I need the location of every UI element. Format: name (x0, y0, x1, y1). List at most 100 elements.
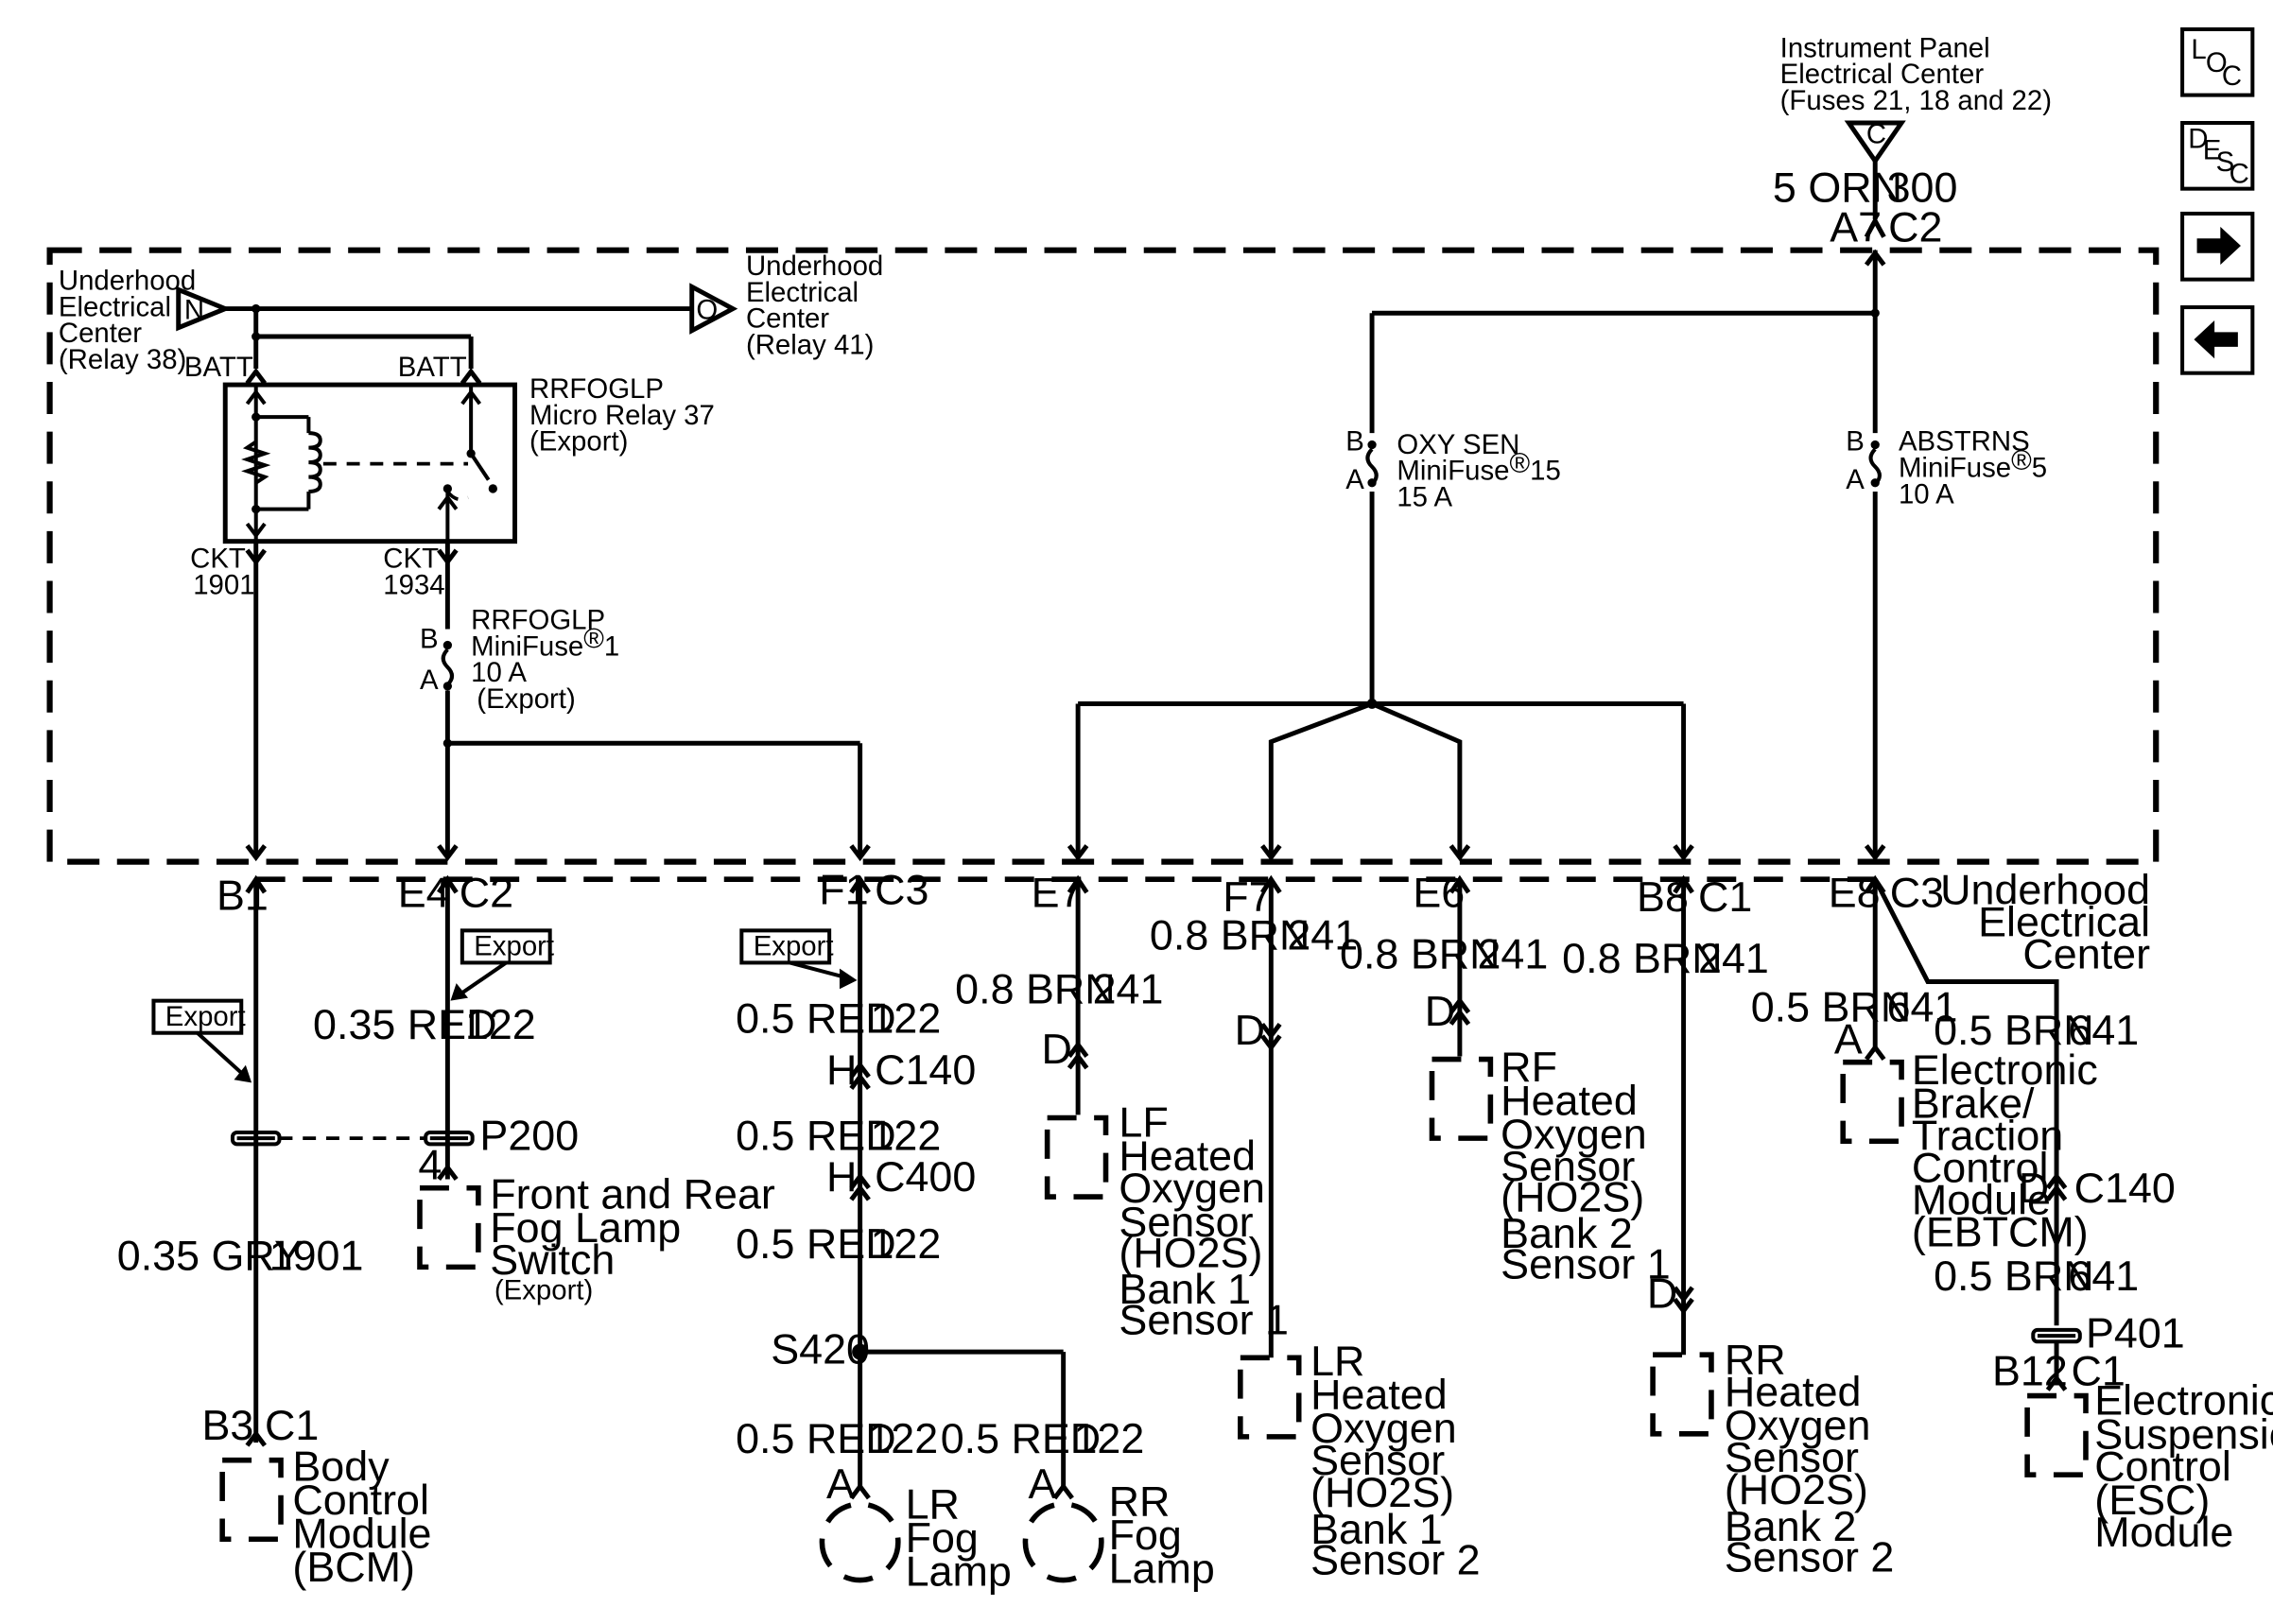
pin-h-c400: H (826, 1152, 857, 1201)
svg-text:D: D (2188, 123, 2208, 154)
pin-a-ebtcm: A (1834, 1014, 1863, 1063)
fog-lamp-switch-label: Front and Rear Fog Lamp Switch (Export) (490, 1169, 775, 1305)
bcm-label: Body Control Module (BCM) (292, 1442, 431, 1591)
relay41-connector-o: O (689, 283, 738, 335)
fog-wire-ckt-2: 122 (870, 1112, 941, 1160)
rr-fog-wire-ckt: 122 (1073, 1414, 1144, 1462)
rr-ho2s-component (1650, 1352, 1714, 1437)
ebtcm-wire-gauge: 0.5 BRN (1751, 982, 1912, 1030)
fog-wire-gauge-1: 0.5 RED (736, 994, 896, 1043)
svg-text:MiniFuse®15: MiniFuse®15 (1397, 448, 1560, 487)
ipec-connector-c: C (1844, 119, 1906, 165)
svg-text:Switch: Switch (490, 1235, 615, 1284)
p401-connector (2031, 1327, 2082, 1344)
bcm-wire-ckt: 1901 (269, 1231, 364, 1279)
lr-fog-wire-ckt: 122 (867, 1414, 938, 1462)
location-button[interactable]: L O C (2180, 26, 2255, 97)
svg-text:E: E (2203, 135, 2222, 166)
previous-button[interactable] (2180, 305, 2255, 375)
svg-text:Electronic: Electronic (1912, 1045, 2098, 1094)
next-button[interactable] (2180, 211, 2255, 282)
svg-text:Export: Export (754, 931, 834, 962)
ckt-1901-num: 1901 (193, 569, 254, 600)
ckt-1934-label: CKT (383, 544, 439, 575)
svg-text:Body: Body (292, 1442, 390, 1490)
svg-text:Electronic: Electronic (2094, 1376, 2273, 1425)
fog-wire-gauge-3: 0.5 RED (736, 1219, 896, 1268)
svg-text:Bank 2: Bank 2 (1725, 1502, 1857, 1550)
svg-text:B: B (420, 624, 439, 655)
lr-ho2s-wire-ckt: 241 (1287, 910, 1358, 959)
svg-text:A: A (1345, 464, 1364, 495)
fuse-abstrns: B A ABSTRNS MiniFuse®5 10 A (1846, 426, 2047, 510)
svg-text:Sensor 1: Sensor 1 (1119, 1296, 1289, 1344)
svg-text:Lamp: Lamp (906, 1547, 1012, 1596)
p401-label: P401 (2086, 1308, 2185, 1356)
svg-text:Brake/: Brake/ (1912, 1079, 2035, 1127)
conn-c1: C1 (1698, 872, 1752, 921)
pin-d-lf: D (1041, 1025, 1071, 1073)
rr-ho2s-wire-ckt: 241 (1698, 934, 1769, 982)
svg-text:Oxygen: Oxygen (1310, 1404, 1457, 1452)
rr-fog-lamp-component (1022, 1501, 1104, 1583)
bcm-component (219, 1457, 284, 1543)
svg-text:N: N (184, 294, 204, 325)
svg-text:Underhood: Underhood (59, 265, 196, 296)
ebtcm-component (1840, 1059, 1904, 1145)
svg-text:C: C (2230, 158, 2249, 189)
svg-text:(EBTCM): (EBTCM) (1912, 1208, 2089, 1256)
ckt-1901-label: CKT (190, 544, 246, 575)
pin-b1: B1 (217, 872, 269, 920)
conn-c2: C2 (460, 869, 513, 917)
pin-a7: A7 (1830, 202, 1882, 251)
svg-text:Electrical: Electrical (746, 277, 859, 308)
svg-text:Heated: Heated (1725, 1367, 1862, 1415)
fuse-rrfoglp: B A RRFOGLP MiniFuse®1 10 A (Export) (420, 605, 619, 716)
lf-ho2s-wire-ckt: 241 (1093, 965, 1164, 1013)
svg-text:(HO2S): (HO2S) (1725, 1465, 1868, 1513)
rf-ho2s-wire-ckt: 241 (1477, 930, 1548, 978)
svg-text:Export: Export (165, 1001, 246, 1032)
rf-ho2s-wire-gauge: 0.8 BRN (1340, 930, 1501, 978)
pin-d-rf: D (1425, 987, 1455, 1035)
pin-e7: E7 (1032, 869, 1084, 917)
svg-text:(Export): (Export) (477, 683, 575, 715)
ipec-wire-gauge: 5 ORN (1773, 164, 1902, 212)
description-button[interactable]: D E S C (2180, 120, 2255, 191)
svg-text:(Fuses 21, 18 and 22): (Fuses 21, 18 and 22) (1780, 85, 2052, 116)
p200-label: P200 (479, 1112, 579, 1160)
svg-text:RF: RF (1501, 1043, 1557, 1091)
arrow-left-icon (2194, 320, 2238, 359)
svg-text:L: L (2191, 34, 2206, 65)
uec-left-label: Underhood Electrical Center (Relay 38) (59, 265, 196, 375)
svg-text:B: B (1846, 426, 1865, 458)
lr-fog-lamp-component (819, 1501, 901, 1583)
svg-text:Center: Center (746, 303, 829, 335)
conn-c2-top: C2 (1888, 202, 1942, 251)
svg-text:Suspension: Suspension (2094, 1409, 2273, 1458)
svg-text:Heated: Heated (1310, 1370, 1448, 1418)
svg-text:Fog: Fog (1109, 1511, 1182, 1559)
svg-text:(BCM): (BCM) (292, 1543, 415, 1591)
conn-c3-right: C3 (1890, 869, 1944, 917)
svg-text:RRFOGLP: RRFOGLP (471, 605, 605, 636)
svg-text:(HO2S): (HO2S) (1310, 1468, 1454, 1516)
conn-c1-esc: C1 (2072, 1347, 2126, 1395)
uec-boundary (46, 247, 2160, 865)
conn-c3: C3 (875, 865, 928, 913)
lr-ho2s-component (1238, 1355, 1302, 1440)
pin-d-rr: D (1647, 1270, 1677, 1318)
svg-text:Heated: Heated (1119, 1132, 1256, 1180)
arrow-right-icon (2196, 226, 2241, 266)
svg-text:Sensor 2: Sensor 2 (1725, 1532, 1895, 1581)
svg-text:Center: Center (2022, 930, 2150, 978)
lf-ho2s-component (1044, 1114, 1109, 1200)
svg-text:(HO2S): (HO2S) (1501, 1173, 1644, 1221)
svg-text:S: S (2216, 147, 2235, 178)
svg-text:LR: LR (1310, 1337, 1364, 1385)
svg-text:Micro Relay 37: Micro Relay 37 (529, 400, 715, 431)
ebtcm-label: Electronic Brake/ Traction Control Modul… (1912, 1045, 2098, 1256)
svg-text:B: B (1345, 426, 1364, 458)
pin-a-lr-fog: A (826, 1460, 855, 1508)
